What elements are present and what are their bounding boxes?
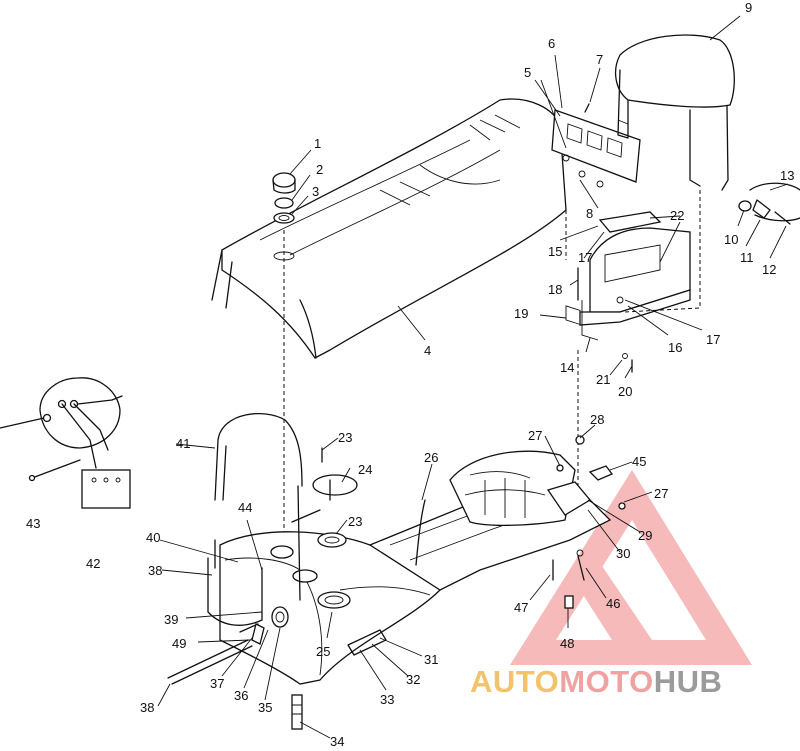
seat-assembly [211,98,567,359]
callout-31: 31 [424,652,438,667]
callout-47: 47 [514,600,528,615]
callout-20: 20 [618,384,632,399]
callout-38a: 38 [148,563,162,578]
watermark-hub: HUB [653,664,723,699]
callout-27a: 27 [528,428,542,443]
callout-26: 26 [424,450,438,465]
callout-7: 7 [596,52,603,67]
callout-15: 15 [548,244,562,259]
callout-29: 29 [638,528,652,543]
callout-12: 12 [762,262,776,277]
callout-22: 22 [670,208,684,223]
callout-3: 3 [312,184,319,199]
callout-36: 36 [234,688,248,703]
callout-46: 46 [606,596,620,611]
watermark-moto: MOTO [559,664,654,699]
fuel-cap-stack [272,172,296,224]
callout-13: 13 [780,168,794,183]
callout-25: 25 [316,644,330,659]
callout-6: 6 [548,36,555,51]
callout-30: 30 [616,546,630,561]
callout-16: 16 [668,340,682,355]
callout-14: 14 [560,360,574,375]
callout-42: 42 [86,556,100,571]
gas-cap-components [291,447,358,548]
fuel-tank-base [167,531,441,730]
callout-5: 5 [524,65,531,80]
callout-1: 1 [314,136,321,151]
backrest-pad [614,34,735,191]
callout-24: 24 [358,462,372,477]
callout-28: 28 [590,412,604,427]
watermark-triangle-logo [510,470,752,665]
backrest-bracket-plate [551,103,641,326]
grab-bar [214,413,303,601]
callout-45: 45 [632,454,646,469]
callout-11: 11 [740,250,754,265]
callout-leader-lines [157,15,789,739]
callout-40: 40 [146,530,160,545]
callout-32: 32 [406,672,420,687]
watermark-auto: AUTO [470,664,560,699]
rear-bracket-frame [577,211,691,373]
callout-41: 41 [176,436,190,451]
callout-8: 8 [586,206,593,221]
callout-21: 21 [596,372,610,387]
callout-34: 34 [330,734,344,746]
callout-23b: 23 [348,514,362,529]
wiring-harness-detail [0,377,131,509]
callout-33: 33 [380,692,394,707]
callout-27b: 27 [654,486,668,501]
callout-38b: 38 [140,700,154,715]
callout-49: 49 [172,636,186,651]
callout-2: 2 [316,162,323,177]
callout-44: 44 [238,500,252,515]
callout-17a: 17 [578,250,592,265]
callout-18: 18 [548,282,562,297]
callout-labels: 1 2 3 4 5 6 7 8 9 10 11 12 13 14 15 16 1… [26,0,794,749]
watermark-wordmark: AUTOMOTOHUB [470,664,800,704]
callout-37: 37 [210,676,224,691]
backrest-knob-hardware [738,182,800,225]
callout-39: 39 [164,612,178,627]
callout-17b: 17 [706,332,720,347]
callout-10: 10 [724,232,738,247]
callout-43: 43 [26,516,40,531]
callout-19: 19 [514,306,528,321]
callout-23a: 23 [338,430,352,445]
chassis-floor-tunnel [368,435,626,609]
callout-35: 35 [258,700,272,715]
callout-4: 4 [424,343,431,358]
callout-48: 48 [560,636,574,651]
callout-9: 9 [745,0,752,15]
